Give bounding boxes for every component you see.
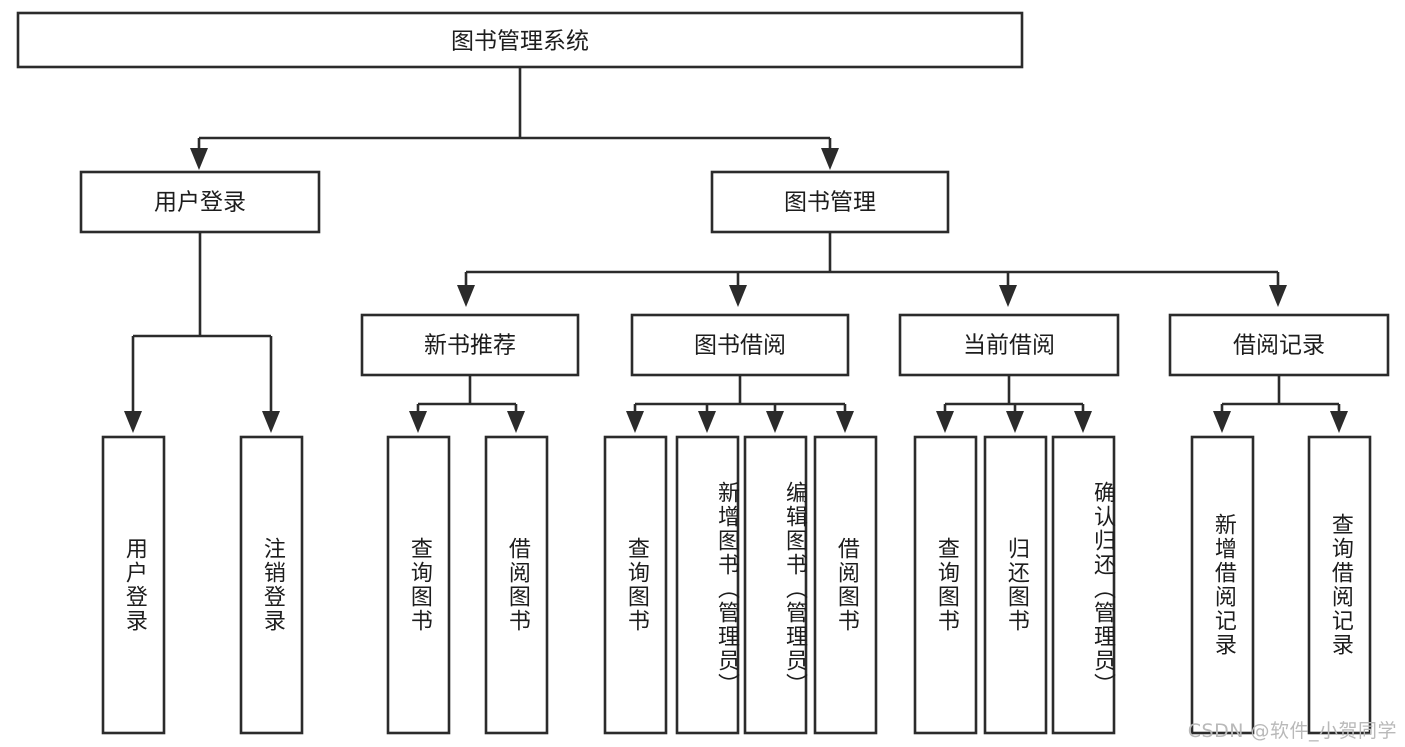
arrow-to-leaf-user-login [124, 411, 142, 433]
connector-borrow-record-to-leaves [1213, 375, 1348, 433]
arrow-to-leaf-confirm-return [1074, 411, 1092, 433]
arrow-to-leaf-query-record [1330, 411, 1348, 433]
leaf-box-query-record[interactable] [1307, 435, 1372, 735]
arrow-to-leaf-add-record [1213, 411, 1231, 433]
leaf-box-confirm-return[interactable] [1051, 435, 1116, 735]
node-user-login-label: 用户登录 [154, 190, 246, 216]
leaf-box-logout[interactable] [239, 435, 304, 735]
arrow-to-book-management [821, 148, 839, 170]
leaf-box-user-login[interactable] [101, 435, 166, 735]
node-current-borrow-label: 当前借阅 [963, 333, 1055, 359]
node-borrow-record[interactable]: 借阅记录 [1168, 313, 1390, 377]
node-root[interactable]: 图书管理系统 [16, 11, 1024, 69]
leaf-box-query-book-2[interactable] [603, 435, 668, 735]
arrow-to-leaf-query-book-1 [409, 411, 427, 433]
arrow-to-leaf-return-book [1006, 411, 1024, 433]
connector-new-book-recommend-to-leaves [409, 375, 525, 433]
leaf-box-query-book-1[interactable] [386, 435, 451, 735]
leaf-box-borrow-book-1[interactable] [484, 435, 549, 735]
node-current-borrow-box[interactable] [898, 313, 1120, 377]
leaf-box-query-book-3[interactable] [913, 435, 978, 735]
arrow-to-current-borrow [999, 285, 1017, 307]
node-new-book-recommend-box[interactable] [360, 313, 580, 377]
connector-book-management-to-level3 [457, 232, 1287, 307]
node-root-box[interactable] [16, 11, 1024, 69]
arrow-to-user-login [190, 148, 208, 170]
connector-current-borrow-to-leaves [936, 375, 1092, 433]
arrow-to-leaf-add-book [698, 411, 716, 433]
node-book-management-label: 图书管理 [784, 190, 876, 216]
leaf-box-borrow-book-2[interactable] [813, 435, 878, 735]
leaf-box-edit-book[interactable] [743, 435, 808, 735]
arrow-to-book-borrow [729, 285, 747, 307]
arrow-to-leaf-query-book-3 [936, 411, 954, 433]
arrow-to-leaf-query-book-2 [626, 411, 644, 433]
arrow-to-leaf-borrow-book-2 [836, 411, 854, 433]
node-book-borrow[interactable]: 图书借阅 [630, 313, 850, 377]
node-book-management[interactable]: 图书管理 [710, 170, 950, 234]
connector-book-borrow-to-leaves [626, 375, 854, 433]
node-user-login[interactable]: 用户登录 [79, 170, 321, 234]
leaf-box-return-book[interactable] [983, 435, 1048, 735]
leaf-box-add-book[interactable] [675, 435, 740, 735]
node-book-borrow-label: 图书借阅 [694, 333, 786, 359]
arrow-to-borrow-record [1269, 285, 1287, 307]
node-user-login-box[interactable] [79, 170, 321, 234]
node-borrow-record-label: 借阅记录 [1233, 333, 1325, 359]
arrow-to-leaf-logout [262, 411, 280, 433]
node-current-borrow[interactable]: 当前借阅 [898, 313, 1120, 377]
node-new-book-recommend-label: 新书推荐 [424, 333, 516, 359]
connector-root-to-level2 [190, 67, 839, 170]
arrow-to-leaf-edit-book [766, 411, 784, 433]
node-new-book-recommend[interactable]: 新书推荐 [360, 313, 580, 377]
arrow-to-leaf-borrow-book-1 [507, 411, 525, 433]
connector-user-login-to-leaves [124, 232, 280, 433]
arrow-to-new-book-recommend [457, 285, 475, 307]
node-root-label: 图书管理系统 [451, 29, 589, 55]
leaf-box-add-record[interactable] [1190, 435, 1255, 735]
